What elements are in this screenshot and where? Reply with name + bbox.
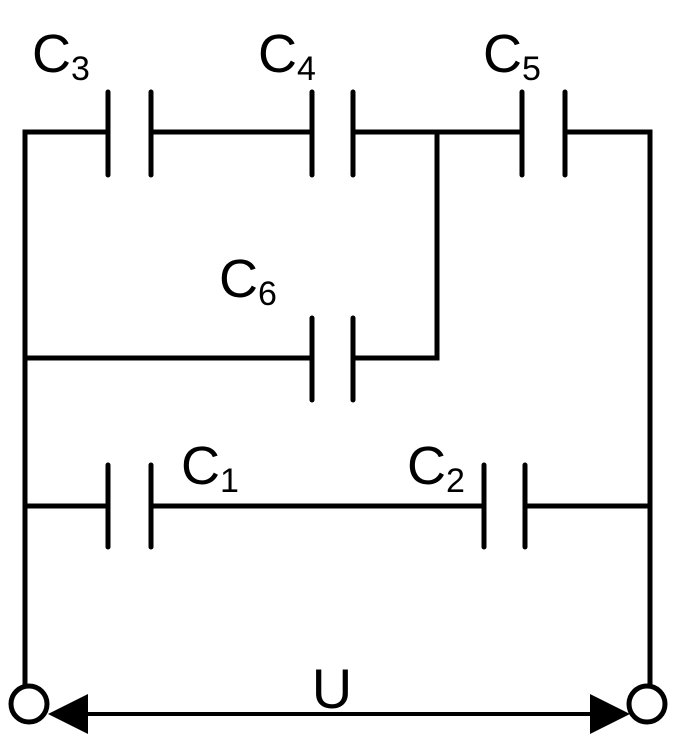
- capacitor-c4: C4: [258, 24, 356, 178]
- right-terminal: [626, 683, 668, 725]
- left-terminal: [8, 683, 50, 725]
- c2-label: C2: [407, 436, 465, 500]
- c3-label: C3: [32, 24, 90, 88]
- capacitor-c3: C3: [32, 24, 154, 178]
- c4-label: C4: [258, 24, 316, 88]
- capacitor-c2: C2: [407, 436, 528, 550]
- c6-label: C6: [219, 249, 277, 313]
- c5-label: C5: [483, 24, 541, 88]
- capacitor-c1: C1: [105, 436, 239, 550]
- capacitor-c6: C6: [219, 249, 356, 403]
- capacitor-c5: C5: [483, 24, 568, 178]
- voltage-label: U: [312, 657, 352, 720]
- wires: [22, 129, 653, 688]
- c1-label: C1: [181, 436, 239, 500]
